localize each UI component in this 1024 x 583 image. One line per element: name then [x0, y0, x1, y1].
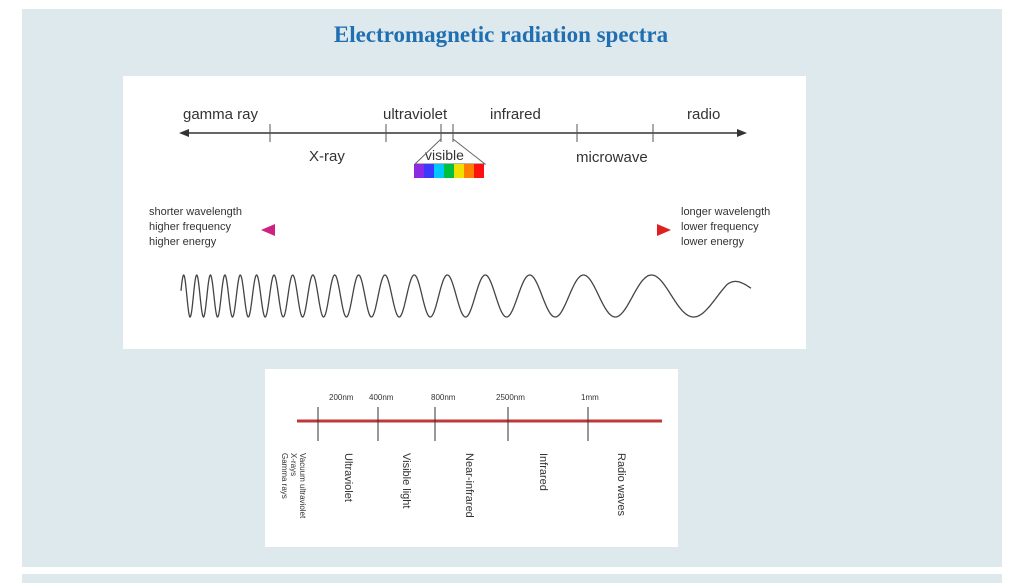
band-label-ultraviolet: ultraviolet: [383, 106, 448, 123]
region-label-gamma-rays: Gamma rays: [280, 453, 289, 499]
right-label-energy: lower energy: [681, 236, 744, 248]
region-label-x-rays: X-rays: [289, 453, 298, 476]
tick-label-1mm: 1mm: [581, 393, 599, 402]
left-label-energy: higher energy: [149, 236, 217, 248]
region-label-infrared: Infrared: [537, 453, 549, 491]
region-label-vacuum-ultraviolet: Vacuum ultraviolet: [298, 453, 307, 519]
spectrum-diagram: gamma ray ultraviolet infrared radio X-r…: [149, 106, 770, 318]
band-label-xray: X-ray: [309, 148, 345, 165]
next-panel-strip: [22, 574, 1002, 583]
tick-label-200nm: 200nm: [329, 393, 354, 402]
right-label-wavelength: longer wavelength: [681, 206, 770, 218]
tick-label-2500nm: 2500nm: [496, 393, 525, 402]
axis-arrow-left: [179, 129, 189, 137]
band-label-radio: radio: [687, 106, 720, 123]
energy-arrowhead-right: [657, 224, 671, 236]
visible-spectrum-strip: [414, 164, 484, 178]
energy-arrowhead-left: [261, 224, 275, 236]
spectrum-figure: gamma ray ultraviolet infrared radio X-r…: [123, 76, 806, 349]
wavelength-scale-diagram: 200nm 400nm 800nm 2500nm 1mm Gamma rays …: [280, 393, 662, 519]
tick-label-400nm: 400nm: [369, 393, 394, 402]
axis-arrow-right: [737, 129, 747, 137]
band-label-microwave: microwave: [576, 149, 648, 166]
left-label-wavelength: shorter wavelength: [149, 206, 242, 218]
band-label-infrared: infrared: [490, 106, 541, 123]
tick-label-800nm: 800nm: [431, 393, 456, 402]
right-label-frequency: lower frequency: [681, 221, 759, 233]
region-label-radio-waves: Radio waves: [615, 453, 627, 516]
band-label-visible: visible: [425, 147, 464, 163]
wavelength-wave: [180, 274, 752, 318]
wavelength-scale-figure: 200nm 400nm 800nm 2500nm 1mm Gamma rays …: [265, 369, 678, 547]
region-label-near-infrared: Near-infrared: [463, 453, 475, 518]
band-label-gamma: gamma ray: [183, 106, 259, 123]
left-label-frequency: higher frequency: [149, 221, 231, 233]
page-title: Electromagnetic radiation spectra: [333, 22, 669, 47]
region-label-visible-light: Visible light: [400, 453, 412, 508]
region-label-ultraviolet: Ultraviolet: [342, 453, 354, 502]
